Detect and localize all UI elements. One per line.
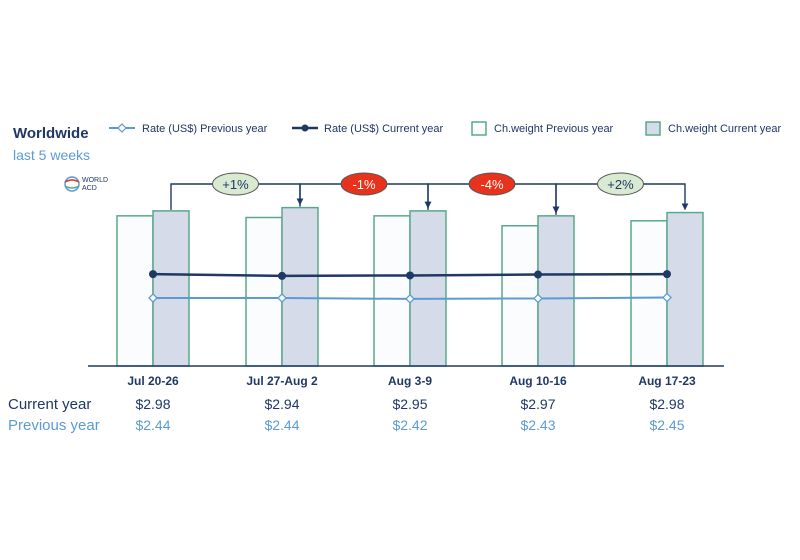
globe-icon [64,176,80,192]
current-year-value: $2.98 [135,396,170,412]
current-year-value: $2.98 [649,396,684,412]
change-badge [212,172,259,196]
chart-subtitle: last 5 weeks [13,147,90,163]
legend-marker-rate-current [301,124,309,132]
bar-chweight-current-year [409,210,447,367]
x-tick-label: Aug 10-16 [509,374,567,388]
x-tick-label: Jul 20-26 [127,374,179,388]
change-badge [468,172,516,196]
legend-label-chweight-previous: Ch.weight Previous year [494,123,614,135]
change-badge [597,172,644,196]
change-badge [340,172,388,196]
bar-chweight-previous-year [245,216,283,367]
legend-label-rate-previous: Rate (US$) Previous year [142,123,268,135]
legend-label-chweight-current: Ch.weight Current year [668,123,781,135]
change-badge-label: -1% [352,177,376,192]
point-rate-previous-year [533,293,543,304]
world-acd-logo: WORLD ACD [64,176,108,192]
value-table: $2.98 $2.44 $2.94 $2.44 $2.95 $2.42 $2.97 $2.43… [135,396,684,433]
change-annotations-layer: +1% -1% -4% +2% [170,172,689,215]
legend-swatch-chweight-previous [471,121,487,136]
bar-chweight-current-year [537,215,575,367]
previous-year-value: $2.44 [264,417,299,433]
row-label-current-year: Current year [8,396,91,413]
point-rate-previous-year [277,293,287,303]
bar-chweight-current-year [152,210,190,367]
previous-year-value: $2.42 [392,417,427,433]
current-year-value: $2.97 [520,396,555,412]
chart-title: Worldwide [13,125,89,142]
previous-year-value: $2.43 [520,417,555,433]
current-year-value: $2.94 [264,396,299,412]
x-tick-label: Jul 27-Aug 2 [246,374,318,388]
legend-item-chweight-previous-year: Ch.weight Previous year [471,121,614,136]
change-badge-label: +1% [222,177,249,192]
point-rate-current-year [149,270,157,279]
logo-text-world: WORLD [82,177,108,184]
legend-label-rate-current: Rate (US$) Current year [324,123,444,135]
point-rate-previous-year [148,293,158,303]
rate-lines-layer [148,270,672,304]
row-label-previous-year: Previous year [8,417,100,434]
bar-chweight-previous-year [501,225,539,367]
x-tick-labels: Jul 20-26 Jul 27-Aug 2 Aug 3-9 Aug 10-16 Aug… [127,374,696,388]
legend: Rate (US$) Previous year Rate (US$) Curr… [109,121,781,136]
legend-item-rate-previous-year: Rate (US$) Previous year [109,123,268,135]
change-badge-label: +2% [607,177,634,192]
bar-chweight-previous-year [630,220,668,367]
previous-year-value: $2.44 [135,417,170,433]
legend-item-chweight-current-year: Ch.weight Current year [645,121,781,136]
bar-chweight-previous-year [373,215,411,367]
current-year-value: $2.95 [392,396,427,412]
point-rate-current-year [663,270,671,279]
logo-text-acd: ACD [82,185,97,192]
x-tick-label: Aug 3-9 [388,374,432,388]
x-tick-label: Aug 17-23 [638,374,696,388]
bar-chweight-current-year [281,206,319,367]
legend-swatch-chweight-current [645,121,661,136]
bars-layer [116,206,704,367]
point-rate-current-year [278,271,286,280]
point-rate-current-year [534,270,542,279]
bar-chweight-previous-year [116,215,154,367]
bar-chweight-current-year [666,211,704,367]
point-rate-current-year [406,271,414,280]
legend-marker-rate-previous [117,123,127,133]
previous-year-value: $2.45 [649,417,684,433]
legend-item-rate-current-year: Rate (US$) Current year [292,123,444,135]
point-rate-previous-year [405,293,415,304]
change-badge-label: -4% [480,177,504,192]
point-rate-previous-year [662,292,672,303]
